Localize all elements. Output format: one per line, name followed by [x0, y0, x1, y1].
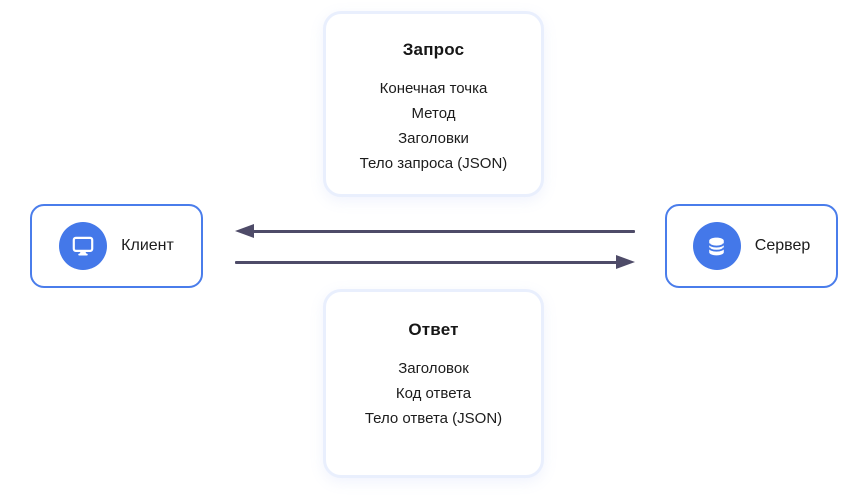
request-card-title: Запрос [402, 40, 465, 59]
database-icon [708, 237, 725, 255]
arrowhead-left-icon [235, 224, 254, 238]
arrow-line [250, 229, 635, 233]
arrow-server-to-client [235, 224, 635, 238]
request-item-method: Метод [411, 105, 456, 122]
client-icon-circle [59, 222, 108, 270]
arrowhead-right-icon [616, 255, 635, 269]
request-card: Запрос Конечная точка Метод Заголовки Те… [323, 11, 544, 197]
arrow-line [235, 260, 620, 264]
response-item-header: Заголовок [398, 360, 469, 377]
client-label: Клиент [121, 237, 174, 254]
response-item-code: Код ответа [395, 385, 472, 402]
response-card: Ответ Заголовок Код ответа Тело ответа (… [323, 289, 544, 478]
request-item-endpoint: Конечная точка [379, 80, 488, 97]
response-card-title: Ответ [408, 320, 459, 339]
client-node: Клиент [30, 204, 203, 288]
monitor-icon [72, 236, 94, 256]
request-item-headers: Заголовки [398, 130, 469, 147]
request-item-body: Тело запроса (JSON) [359, 155, 508, 172]
server-icon-circle [692, 222, 741, 270]
server-node: Сервер [665, 204, 838, 288]
response-item-body: Тело ответа (JSON) [364, 410, 503, 427]
arrow-client-to-server [235, 255, 635, 269]
server-label: Сервер [754, 237, 811, 254]
